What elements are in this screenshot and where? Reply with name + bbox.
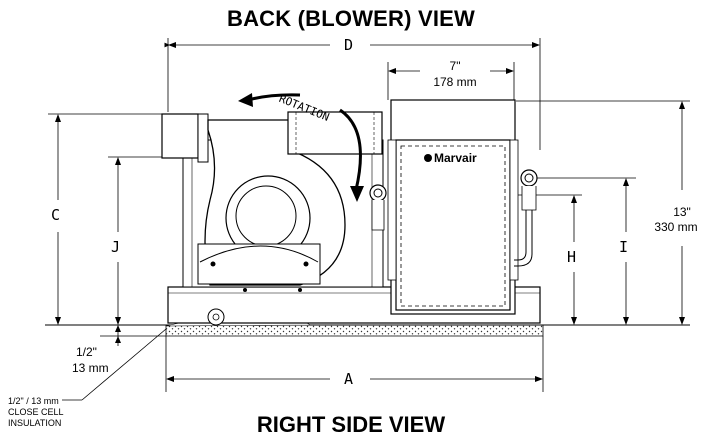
- dimension-330mm-label: 330 mm: [654, 220, 698, 234]
- left-fitting: [369, 184, 387, 231]
- dimension-d-line: [164, 38, 541, 150]
- brand-logo-text: Marvair: [434, 151, 477, 165]
- dimension-13in-label: 13": [673, 205, 691, 219]
- dimension-7in-label: 7": [449, 59, 461, 73]
- bottom-view-title: RIGHT SIDE VIEW: [256, 412, 446, 437]
- dimension-j-line: [108, 156, 185, 325]
- right-fitting: [514, 169, 538, 267]
- dimension-7in-line: [387, 62, 515, 100]
- controller-box: [387, 99, 519, 315]
- insulation-strip: [165, 324, 544, 337]
- rotation-arrow: [238, 93, 364, 202]
- insulation-line-3: INSULATION: [8, 418, 62, 428]
- dimension-c-label: C: [49, 206, 63, 224]
- drawing-title: BACK (BLOWER) VIEW: [226, 6, 476, 31]
- dimension-a-label: A: [342, 370, 356, 388]
- dimension-c-line: [48, 113, 168, 325]
- dimension-178mm-label: 178 mm: [433, 75, 477, 89]
- blower-assembly: [161, 111, 384, 292]
- dimension-d-label: D: [342, 36, 356, 54]
- dimension-half-inch-label: 1/2": [76, 345, 97, 359]
- dimension-i-line: [530, 177, 636, 325]
- insulation-line-1: 1/2" / 13 mm: [8, 396, 59, 406]
- dimension-a-line: [165, 336, 544, 392]
- dimension-half-inch-line: [100, 325, 166, 346]
- insulation-leader: [81, 328, 167, 401]
- dimension-13mm-label: 13 mm: [72, 361, 109, 375]
- dimension-13in-line: [516, 100, 690, 325]
- insulation-line-2: CLOSE CELL: [8, 407, 64, 417]
- dimension-i-label: I: [617, 238, 631, 256]
- dimension-j-label: J: [109, 238, 123, 256]
- dimension-h-label: H: [565, 248, 579, 266]
